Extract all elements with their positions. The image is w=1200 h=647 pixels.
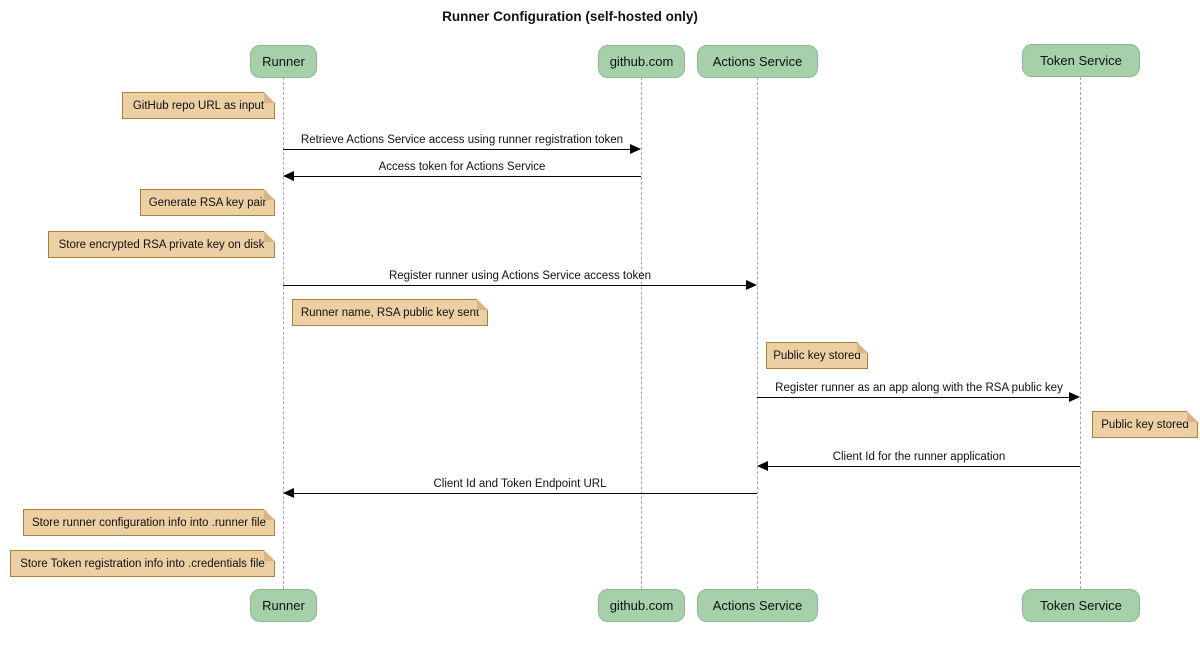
- message-label-client-id-and-token-endpoint-url: Client Id and Token Endpoint URL: [433, 478, 607, 490]
- note-store-encrypted-rsa-private-key: Store encrypted RSA private key on disk: [48, 231, 275, 258]
- participant-github-bottom: github.com: [598, 589, 685, 622]
- arrowhead-left-icon: [757, 461, 768, 471]
- note-github-repo-url-input: GitHub repo URL as input: [122, 92, 275, 119]
- participant-runner-top: Runner: [250, 45, 317, 78]
- arrowhead-left-icon: [283, 171, 294, 181]
- note-generate-rsa-key-pair: Generate RSA key pair: [140, 189, 275, 216]
- participant-github-top: github.com: [598, 45, 685, 78]
- diagram-title: Runner Configuration (self-hosted only): [442, 9, 698, 24]
- note-public-key-stored-actions-service: Public key stored: [766, 342, 868, 369]
- message-line-register-runner-using-access-token: [283, 285, 751, 286]
- message-line-client-id-for-runner-application: [763, 466, 1080, 467]
- lifeline-github: [641, 77, 642, 589]
- message-line-register-runner-as-app: [757, 397, 1074, 398]
- participant-runner-bottom: Runner: [250, 589, 317, 622]
- lifeline-actions-service: [757, 77, 758, 589]
- message-label-register-runner-as-app: Register runner as an app along with the…: [775, 382, 1063, 394]
- message-line-access-token-for-actions-service: [289, 176, 641, 177]
- participant-token-service-top: Token Service: [1022, 44, 1140, 77]
- participant-actions-service-bottom: Actions Service: [697, 589, 818, 622]
- message-label-client-id-for-runner-application: Client Id for the runner application: [832, 451, 1006, 463]
- participant-token-service-bottom: Token Service: [1022, 589, 1140, 622]
- participant-actions-service-top: Actions Service: [697, 45, 818, 78]
- arrowhead-right-icon: [1069, 392, 1080, 402]
- lifeline-token-service: [1080, 77, 1081, 589]
- note-store-token-registration: Store Token registration info into .cred…: [10, 550, 275, 577]
- message-label-access-token-for-actions-service: Access token for Actions Service: [378, 161, 546, 173]
- arrowhead-left-icon: [283, 488, 294, 498]
- note-store-runner-configuration: Store runner configuration info into .ru…: [23, 509, 275, 536]
- lifeline-runner: [283, 77, 284, 589]
- arrowhead-right-icon: [746, 280, 757, 290]
- note-runner-name-rsa-public-key-sent: Runner name, RSA public key sent: [292, 299, 488, 326]
- message-label-register-runner-using-access-token: Register runner using Actions Service ac…: [388, 270, 652, 282]
- note-public-key-stored-token-service: Public key stored: [1092, 411, 1198, 438]
- arrowhead-right-icon: [630, 144, 641, 154]
- message-label-retrieve-actions-service-access: Retrieve Actions Service access using ru…: [300, 134, 624, 146]
- message-line-retrieve-actions-service-access: [283, 149, 635, 150]
- message-line-client-id-and-token-endpoint-url: [289, 493, 757, 494]
